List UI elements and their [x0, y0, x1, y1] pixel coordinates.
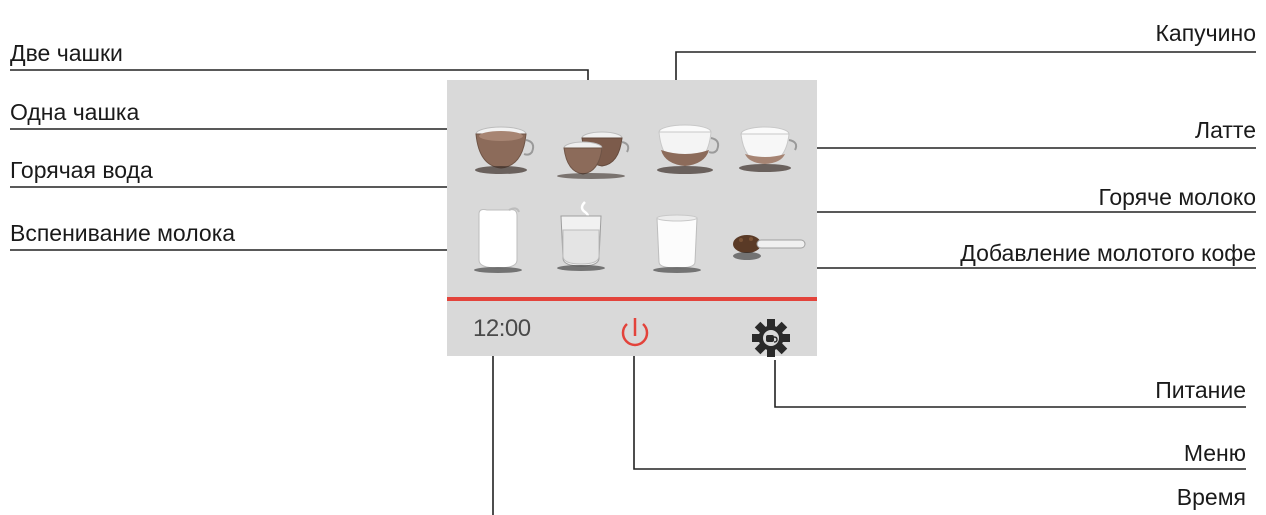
label-time: Время [1176, 484, 1246, 510]
power-icon[interactable] [618, 314, 652, 352]
two-cups-icon[interactable] [557, 122, 637, 180]
label-menu: Меню [1183, 440, 1246, 466]
label-power: Питание [1155, 377, 1246, 403]
latte-icon[interactable] [735, 122, 803, 180]
accent-divider [447, 297, 817, 301]
cappuccino-icon[interactable] [653, 120, 723, 182]
label-ground-coffee: Добавление молотого кофе [960, 240, 1256, 266]
ground-coffee-icon[interactable] [731, 230, 809, 274]
time-display[interactable]: 12:00 [473, 315, 531, 342]
display-panel: 12:00 [447, 80, 817, 358]
gear-icon[interactable] [751, 318, 791, 358]
leader-menu [633, 348, 1246, 470]
label-one-cup: Одна чашка [10, 99, 140, 125]
label-latte: Латте [1195, 117, 1256, 143]
leader-power [774, 360, 1246, 408]
hot-milk-icon[interactable] [651, 212, 703, 274]
label-hot-water: Горячая вода [10, 157, 153, 183]
label-two-cups: Две чашки [10, 40, 123, 66]
label-milk-froth: Вспенивание молока [10, 220, 236, 246]
one-cup-icon[interactable] [471, 118, 537, 178]
milk-froth-icon[interactable] [473, 206, 523, 274]
hot-water-icon[interactable] [555, 200, 609, 274]
label-hot-milk: Горяче молоко [1098, 184, 1256, 210]
label-cappuccino: Капучино [1155, 20, 1256, 46]
